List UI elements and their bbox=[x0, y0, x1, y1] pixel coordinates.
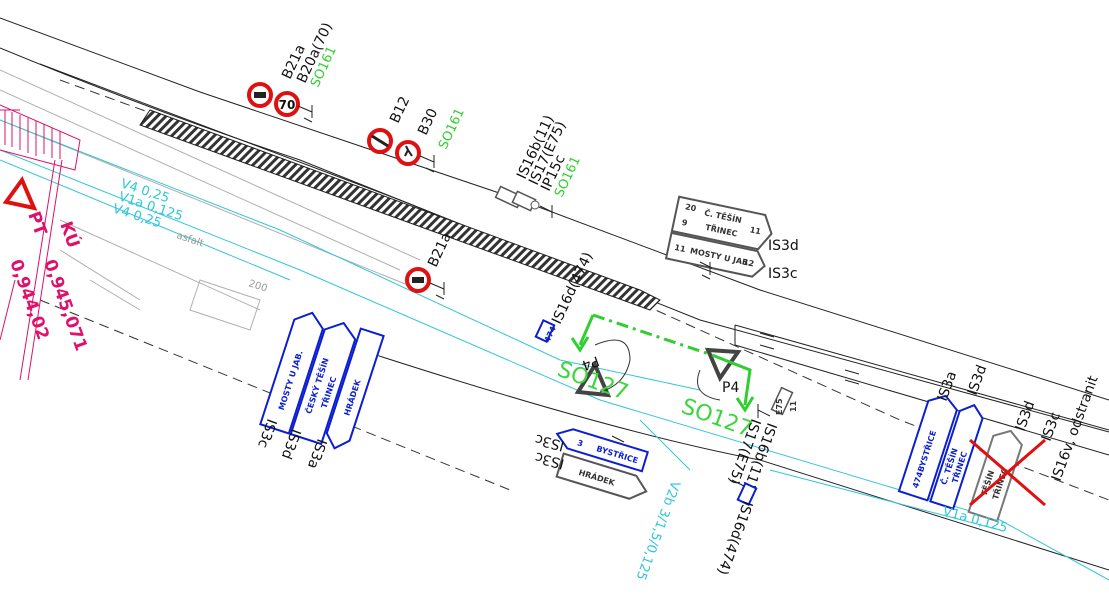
sign-e75-b: E75 bbox=[775, 398, 784, 415]
lane-arrows bbox=[734, 324, 1109, 456]
sign-b12-b30: B12 B30 SO161 bbox=[367, 94, 468, 173]
post-is3c-mid bbox=[611, 435, 625, 443]
sign-p4-right: P4 SO127 bbox=[678, 347, 755, 443]
dsign-num-20: 20 bbox=[684, 202, 697, 213]
label-is16d-474-bottom: IS16d(474) bbox=[714, 499, 755, 577]
label-p4-right: P4 bbox=[722, 380, 739, 396]
dsign-num-11b: 11 bbox=[674, 243, 687, 254]
grey-background-lines bbox=[0, 69, 421, 331]
post-is3d-is3c bbox=[699, 261, 713, 280]
sign-is16d-bottom: IS16d(474) bbox=[714, 479, 758, 577]
road-dashed-centerline bbox=[39, 79, 1109, 501]
building-red bbox=[0, 104, 81, 381]
label-b12: B12 bbox=[387, 94, 413, 126]
label-is3a-r: IS3a bbox=[935, 369, 960, 403]
label-is3c-rr: IS3c bbox=[1039, 410, 1064, 443]
label-is3a-left: IS3a bbox=[304, 437, 329, 471]
sign-is16b-is17-ip15c: IS16b(11) IS17(E75) IP15c SO161 bbox=[494, 113, 584, 218]
label-p4-left: P4 bbox=[579, 352, 601, 373]
direction-sign-bystrice-hradek: 3 BYSTŘICE HRÁDEK bbox=[555, 428, 650, 500]
label-asfalt: asfalt bbox=[175, 230, 205, 249]
sign-b21a-mid: B21a bbox=[405, 230, 455, 300]
dsign-num-11a: 11 bbox=[749, 225, 762, 236]
hatched-median bbox=[139, 109, 661, 311]
cyan-marking-lines bbox=[0, 119, 1109, 581]
label-is3c-mid-b: IS3c bbox=[533, 448, 566, 471]
warning-triangle-left bbox=[2, 175, 38, 211]
label-ku: KÚ bbox=[55, 218, 85, 251]
removed-sign-is16v: TĚŠÍN TŘINEC bbox=[967, 429, 1046, 523]
sign-is16b-is17-bottom: E75 11 IS16b(11) IS17(E75) bbox=[725, 386, 798, 490]
label-b30: B30 bbox=[415, 106, 441, 138]
direction-sign-tesin-trinec: 20 9 Č. TĚŠÍN TŘINEC 11 11 MOSTY U JAB. … bbox=[664, 195, 773, 278]
label-is3c-mid-a: IS3c bbox=[533, 430, 566, 453]
sign-11-b: 11 bbox=[789, 400, 798, 412]
label-is3c-left: IS3c bbox=[254, 417, 279, 450]
direction-sign-cluster-left: MOSTY U JAB. ČESKÝ TĚŠÍN TŘINEC HRÁDEK bbox=[259, 311, 385, 450]
label-is3c-right: IS3c bbox=[768, 266, 798, 282]
sign-b21a-top: 70 B21a B20a(70) SO161 bbox=[247, 20, 340, 123]
label-b21a-mid: B21a bbox=[425, 230, 455, 269]
dsign-num-9: 9 bbox=[681, 218, 689, 228]
label-is3d-r: IS3d bbox=[965, 363, 991, 397]
label-200: 200 bbox=[247, 278, 269, 294]
sign-p4-left: P4 SO127 bbox=[554, 313, 713, 406]
sign-speed-70: 70 bbox=[279, 98, 296, 112]
direction-sign-cluster-right: 474 BYSTŘICE Č. TĚŠÍN TŘINEC bbox=[897, 394, 984, 511]
label-km-945071: 0,945,071 bbox=[39, 257, 91, 354]
label-is3d-right: IS3d bbox=[768, 238, 799, 254]
dsign-num-3: 3 bbox=[576, 438, 584, 448]
dsign-num-12: 12 bbox=[742, 258, 755, 269]
